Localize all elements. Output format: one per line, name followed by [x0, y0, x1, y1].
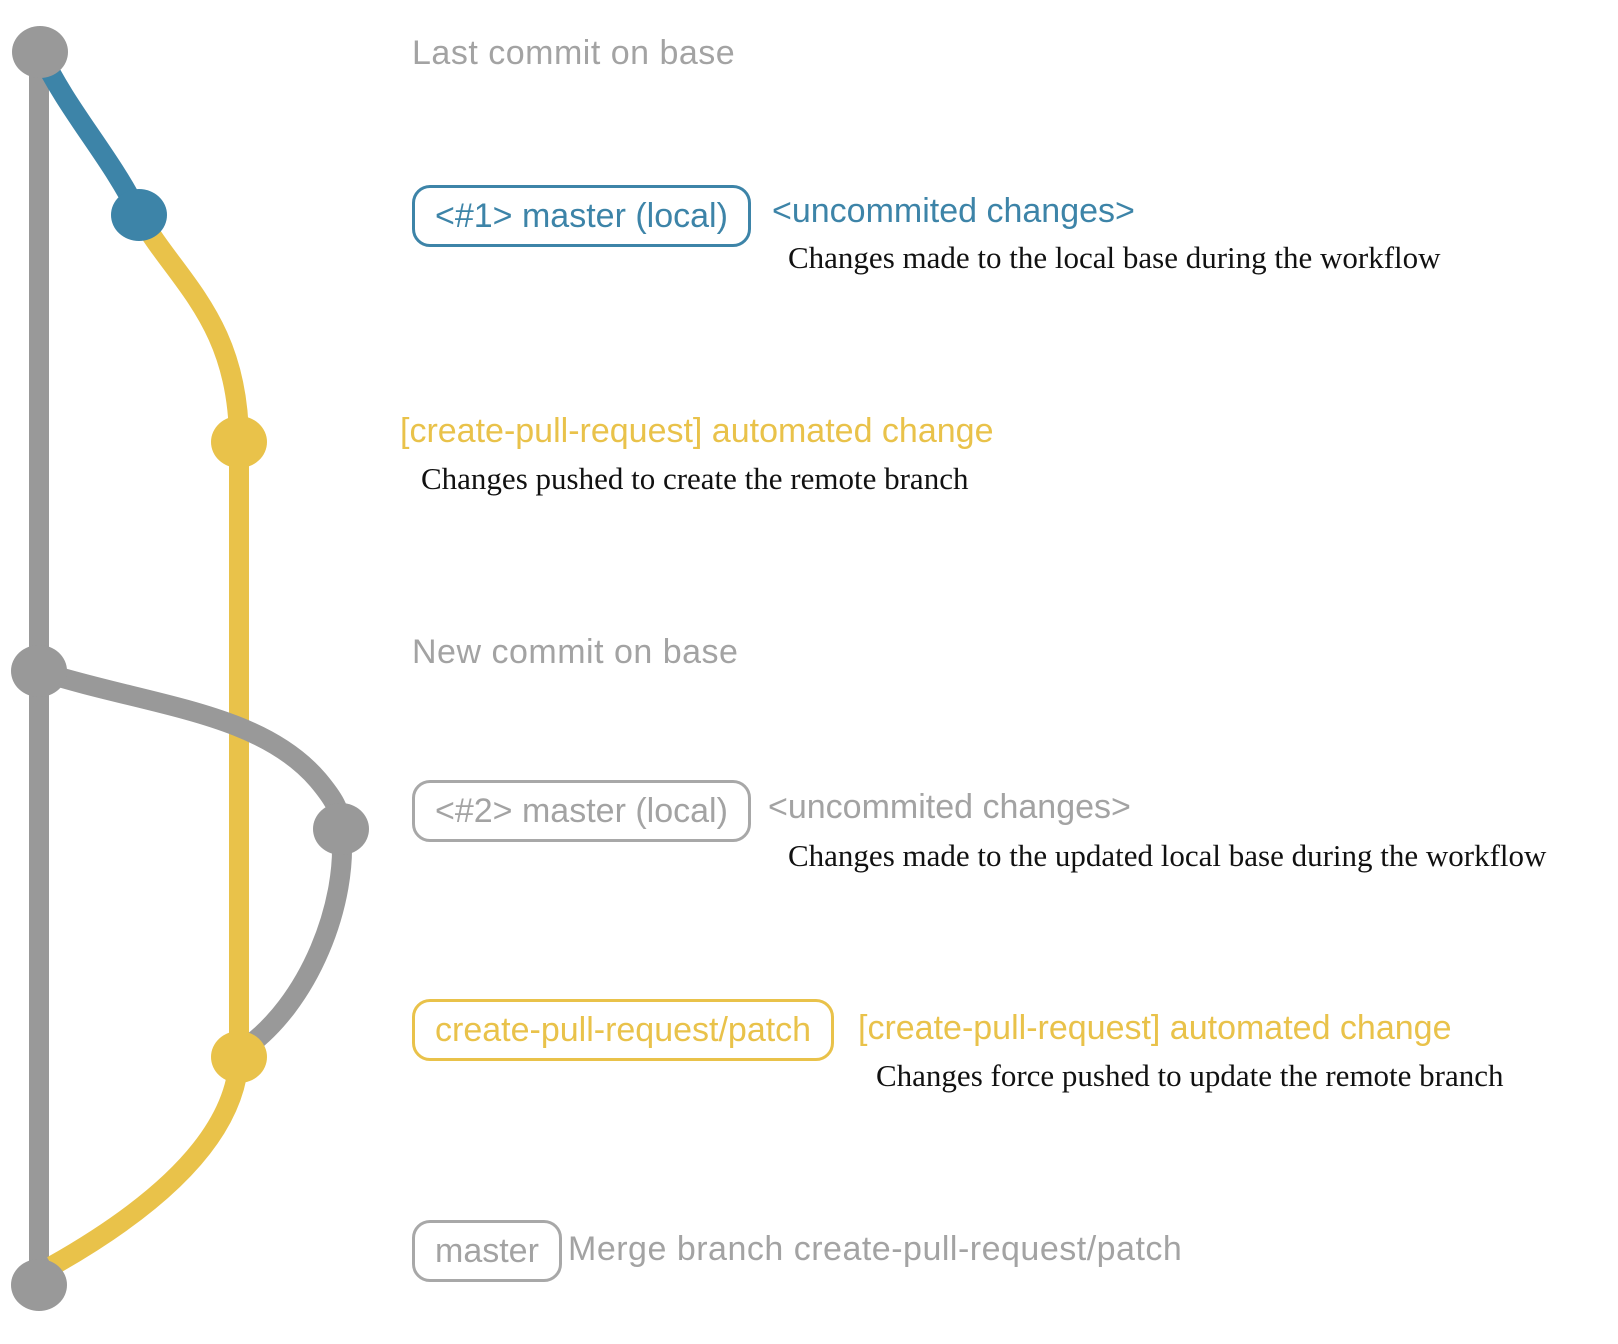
commit-message-automated-1: [create-pull-request] automated change: [400, 412, 994, 450]
caption-force-pushed-update-remote: Changes force pushed to update the remot…: [876, 1058, 1504, 1093]
branch-badge-create-pull-request-patch: create-pull-request/patch: [412, 999, 835, 1061]
commit-patch-2: [211, 1031, 267, 1083]
commit-message-merge: Merge branch create-pull-request/patch: [568, 1230, 1183, 1268]
edge-local-2-to-patch-2: [235, 827, 352, 1060]
commit-new-base: [11, 645, 67, 697]
commit-local-1: [111, 189, 167, 241]
commit-message-automated-2: [create-pull-request] automated change: [858, 1009, 1452, 1047]
commit-graph: [11, 26, 369, 1311]
commit-merge: [11, 1259, 67, 1311]
edge-base-to-local-1: [30, 47, 149, 220]
edge-local-1-to-patch-1: [130, 210, 249, 443]
edge-patch-2-to-merge: [47, 1056, 249, 1275]
branch-badge-master-local-1: <#1> master (local): [412, 185, 751, 247]
label-uncommitted-changes-2: <uncommited changes>: [768, 788, 1131, 826]
commit-last-base: [12, 26, 68, 78]
caption-pushed-create-remote: Changes pushed to create the remote bran…: [421, 461, 969, 496]
commit-local-2: [313, 803, 369, 855]
branch-badge-master-local-2: <#2> master (local): [412, 780, 751, 842]
label-last-commit-on-base: Last commit on base: [412, 34, 736, 72]
label-uncommitted-changes-1: <uncommited changes>: [772, 192, 1135, 230]
label-new-commit-on-base: New commit on base: [412, 633, 739, 671]
caption-local-changes-2: Changes made to the updated local base d…: [788, 838, 1547, 873]
commit-patch-1: [211, 416, 267, 468]
branch-badge-master: master: [412, 1220, 562, 1282]
edge-base-to-local-2: [35, 661, 351, 830]
caption-local-changes-1: Changes made to the local base during th…: [788, 240, 1441, 275]
